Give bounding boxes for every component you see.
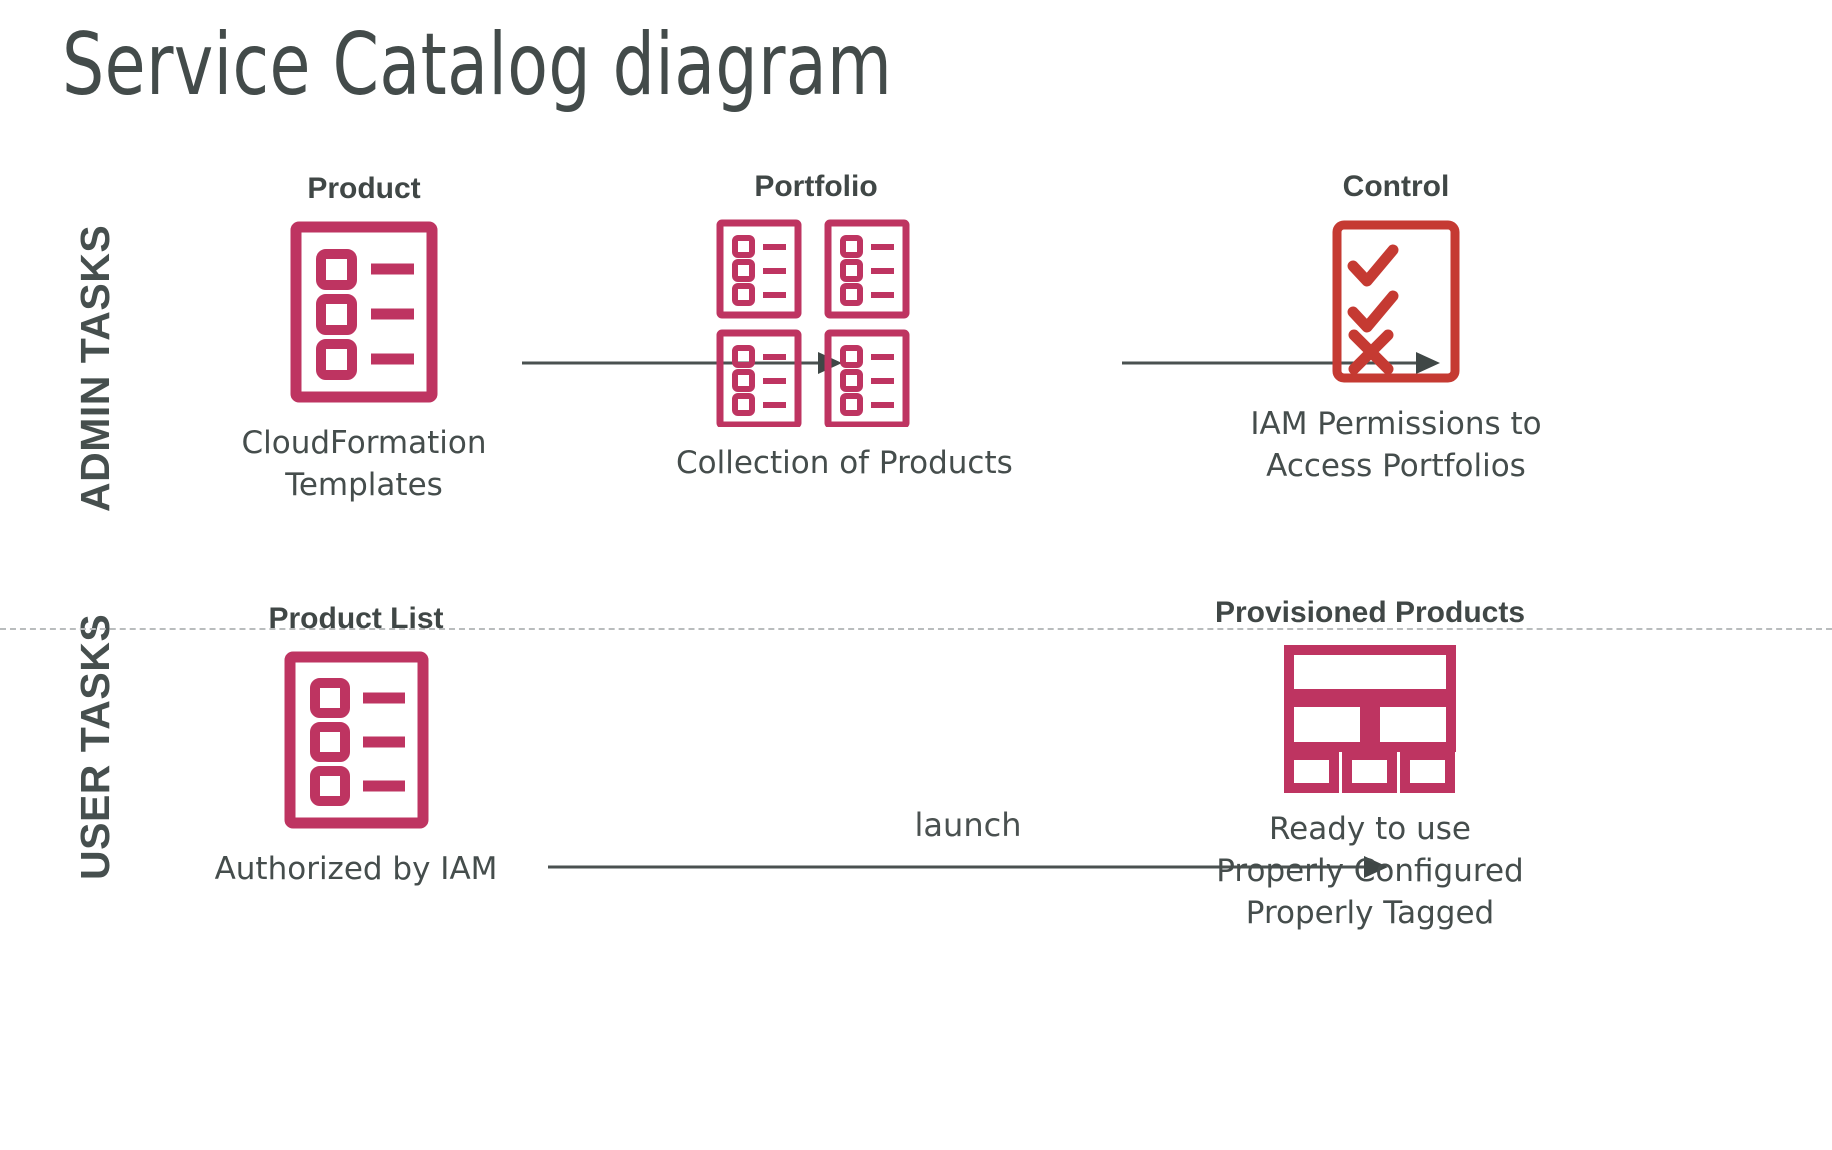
node-product-list: Product List Authorized by IAM <box>206 602 506 891</box>
document-checklist-icon <box>284 651 428 829</box>
node-provisioned-caption-line3: Properly Tagged <box>1245 894 1495 931</box>
node-product-caption-line1: CloudFormation <box>241 425 487 461</box>
lane-label-admin-tasks: ADMIN TASKS <box>72 224 118 512</box>
node-control: Control IAM Permissions to Access Portfo… <box>1246 170 1546 488</box>
four-documents-grid-icon <box>716 219 910 427</box>
node-product-list-title: Product List <box>268 602 444 635</box>
document-checklist-icon <box>290 221 438 403</box>
node-provisioned-products-caption: Ready to use Properly Configured Properl… <box>1180 809 1560 935</box>
node-portfolio-title: Portfolio <box>754 170 878 203</box>
page-title: Service Catalog diagram <box>62 15 893 115</box>
document-checklist-icon-wrap <box>206 651 506 829</box>
node-product-caption-line2: Templates <box>285 466 443 503</box>
check-icon <box>1347 244 1399 287</box>
checklist-approval-icon <box>1332 220 1460 383</box>
lane-divider <box>0 628 1832 630</box>
lane-label-user-tasks: USER TASKS <box>72 613 118 880</box>
arrow-portfolio-to-control <box>1122 348 1440 383</box>
node-product-list-caption: Authorized by IAM <box>214 851 498 887</box>
checklist-approval-icon-wrap <box>1246 219 1546 384</box>
node-control-caption-line2: Access Portfolios <box>1266 447 1526 484</box>
node-provisioned-caption-line1: Ready to use <box>1269 811 1471 847</box>
dashboard-grid-icon <box>1284 645 1456 793</box>
node-control-title: Control <box>1342 170 1450 203</box>
node-control-caption: IAM Permissions to Access Portfolios <box>1246 404 1546 488</box>
node-provisioned-products: Provisioned Products Ready to use Proper… <box>1180 596 1560 935</box>
document-checklist-icon-wrap <box>214 221 514 403</box>
node-portfolio-caption: Collection of Products <box>676 445 1013 481</box>
dashboard-grid-icon-wrap <box>1180 645 1560 793</box>
arrow-launch-label: launch <box>914 806 1022 844</box>
node-provisioned-caption-line2: Properly Configured <box>1216 852 1524 889</box>
node-provisioned-products-title: Provisioned Products <box>1214 596 1526 629</box>
node-control-caption-line1: IAM Permissions to <box>1250 406 1542 442</box>
cross-icon <box>1348 329 1394 375</box>
arrow-productlist-to-provisioned <box>548 852 1388 887</box>
node-portfolio: Portfolio <box>676 170 1013 485</box>
check-icon <box>1347 290 1399 333</box>
node-product-caption: CloudFormation Templates <box>214 423 514 507</box>
four-documents-grid-icon-wrap <box>676 219 956 427</box>
node-product: Product CloudFormation Templates <box>214 172 514 507</box>
node-product-title: Product <box>307 172 421 205</box>
